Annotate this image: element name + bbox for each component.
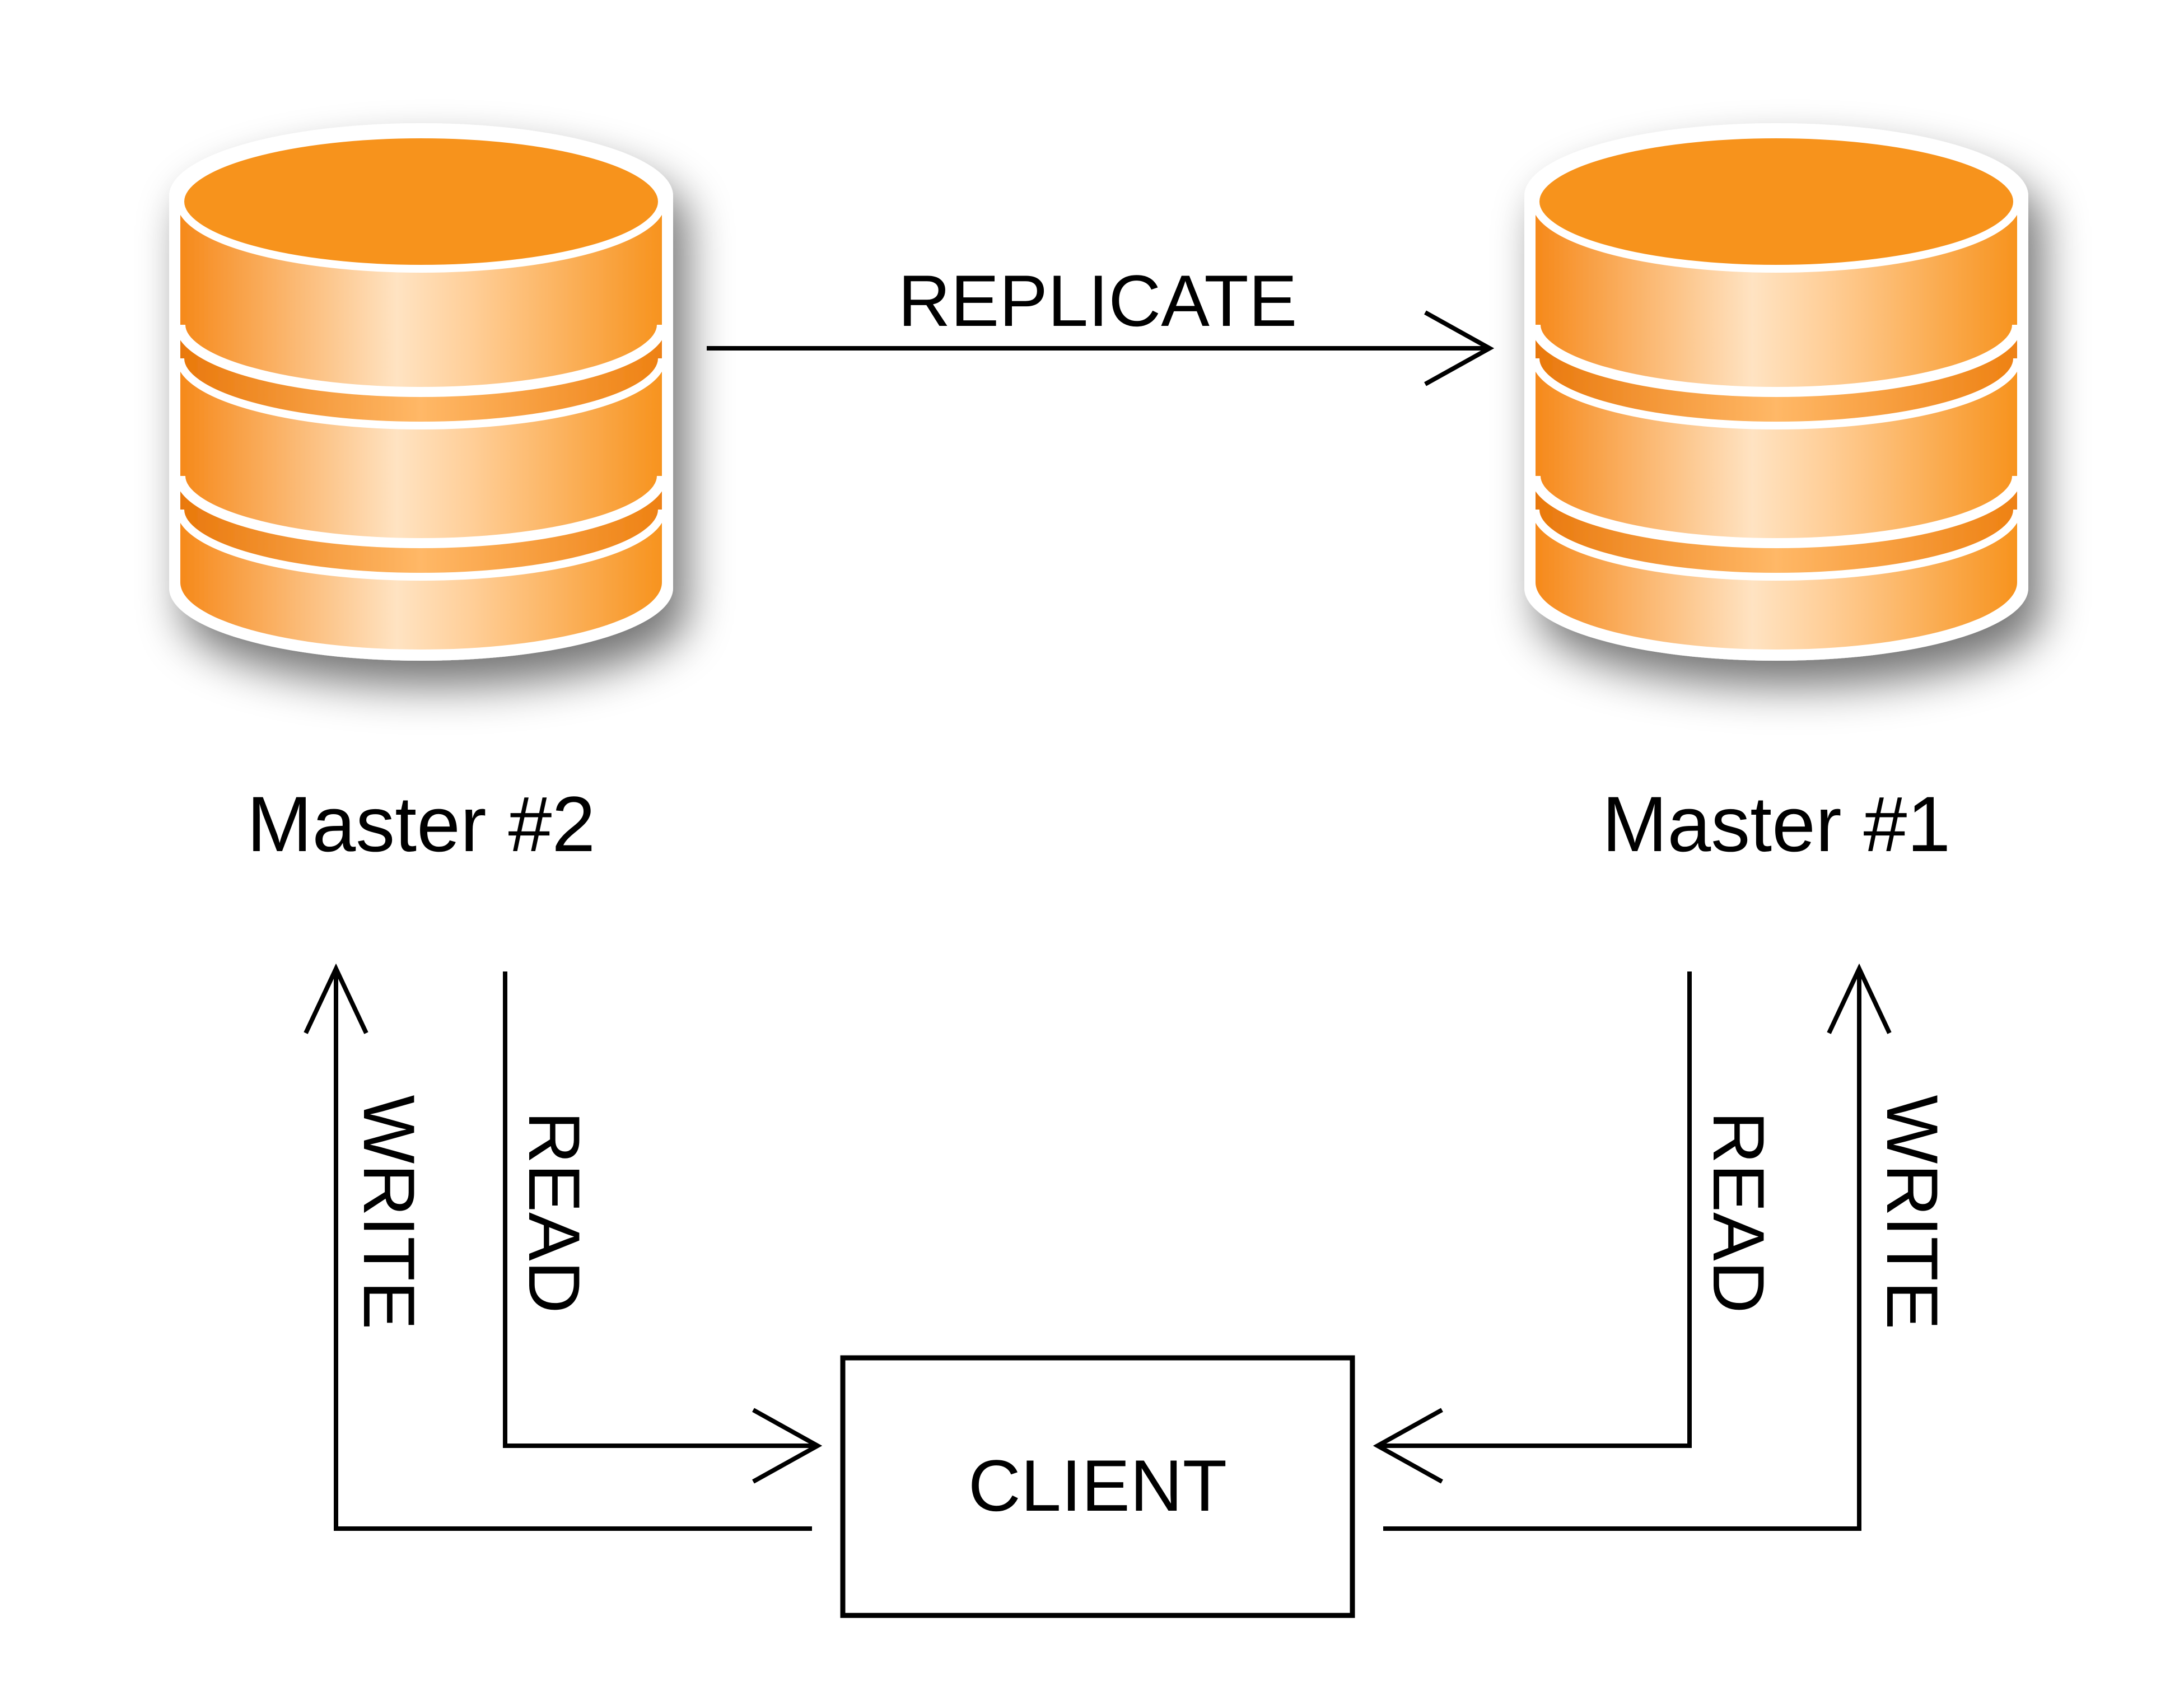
- master-1-database-icon: [1524, 123, 2028, 661]
- write-right-arrow: [1383, 963, 1892, 1531]
- read-left-label: READ: [514, 1111, 595, 1313]
- master-2-database-icon: [169, 123, 673, 661]
- client-box: [840, 1355, 1355, 1618]
- write-right-label: WRITE: [1872, 1095, 1953, 1330]
- client-label: CLIENT: [968, 1445, 1227, 1526]
- replicate-label: REPLICATE: [898, 260, 1298, 342]
- master-1-label: Master #1: [1602, 780, 1950, 868]
- read-right-arrow: [1373, 971, 1692, 1484]
- read-right-label: READ: [1698, 1111, 1780, 1313]
- write-left-arrow: [304, 963, 812, 1531]
- write-left-label: WRITE: [348, 1095, 430, 1330]
- replicate-arrow: [707, 310, 1495, 386]
- master-2-label: Master #2: [247, 780, 595, 868]
- read-left-arrow: [503, 971, 823, 1484]
